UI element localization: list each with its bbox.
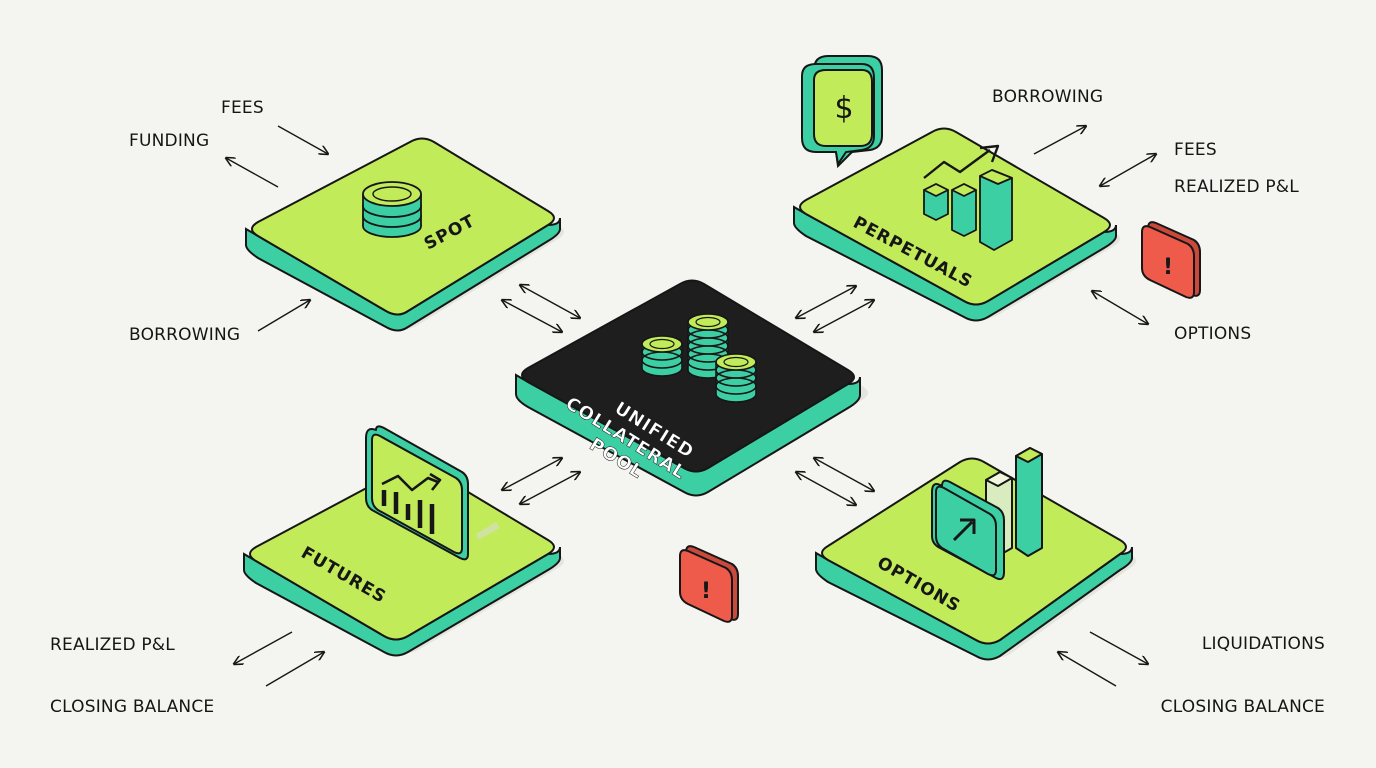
label-spot-funding: FUNDING — [129, 131, 210, 151]
arrow-spot-center-2 — [502, 300, 562, 332]
coin-stack-icon — [362, 181, 422, 238]
platform-futures: FUTURES — [243, 425, 564, 657]
label-perp-options: OPTIONS — [1174, 324, 1252, 344]
arrow-futures-center-1 — [502, 458, 562, 490]
alert-icon: ! — [679, 545, 739, 623]
platform-spot: SPOT — [245, 137, 564, 332]
label-futures-realized: REALIZED P&L — [50, 635, 175, 655]
platform-perpetuals: PERPETUALS — [793, 127, 1120, 322]
arrow-perp-center-1 — [796, 286, 856, 318]
arrow-perp-options — [1092, 291, 1148, 324]
label-spot-borrowing: BORROWING — [129, 325, 241, 345]
dollar-symbol: $ — [834, 91, 853, 126]
arrow-spot-fees — [277, 125, 328, 154]
alert-icon: ! — [1141, 221, 1201, 299]
center-collateral-pool: UNIFIED COLLATERAL POOL — [515, 279, 868, 497]
flow-arrows — [226, 125, 1156, 687]
arrow-options-liquidations — [1089, 631, 1148, 664]
coin-stacks-icon — [641, 313, 757, 403]
arrow-panel-icon — [931, 447, 1043, 581]
arrow-options-center-1 — [814, 458, 874, 491]
label-perp-borrowing: BORROWING — [992, 87, 1104, 107]
arrow-spot-borrowing — [257, 300, 310, 332]
arrow-futures-closing — [265, 652, 324, 687]
label-options-closing: CLOSING BALANCE — [1160, 697, 1325, 717]
label-options-liquidations: LIQUIDATIONS — [1201, 634, 1325, 654]
platform-options: OPTIONS — [815, 447, 1136, 661]
label-spot-fees: FEES — [221, 98, 264, 118]
label-futures-closing: CLOSING BALANCE — [50, 697, 215, 717]
arrow-perp-fees — [1100, 154, 1156, 186]
arrow-perp-borrowing — [1033, 126, 1086, 155]
label-perp-realized: REALIZED P&L — [1174, 177, 1299, 197]
arrow-perp-center-2 — [814, 300, 874, 332]
arrow-options-center-2 — [796, 472, 856, 505]
label-perp-fees: FEES — [1174, 140, 1217, 160]
arrow-futures-center-2 — [520, 472, 580, 504]
chart-board-icon — [365, 425, 500, 561]
dollar-chat-bubble-icon: $ — [801, 55, 883, 169]
arrow-spot-center-1 — [520, 285, 580, 318]
bar-chart-trend-icon — [923, 144, 1013, 251]
arrow-futures-realized — [234, 631, 293, 664]
alert-symbol-center: ! — [701, 579, 711, 604]
arrow-spot-funding — [226, 158, 279, 188]
arrow-options-closing — [1058, 652, 1117, 687]
alert-symbol-right: ! — [1163, 255, 1173, 280]
